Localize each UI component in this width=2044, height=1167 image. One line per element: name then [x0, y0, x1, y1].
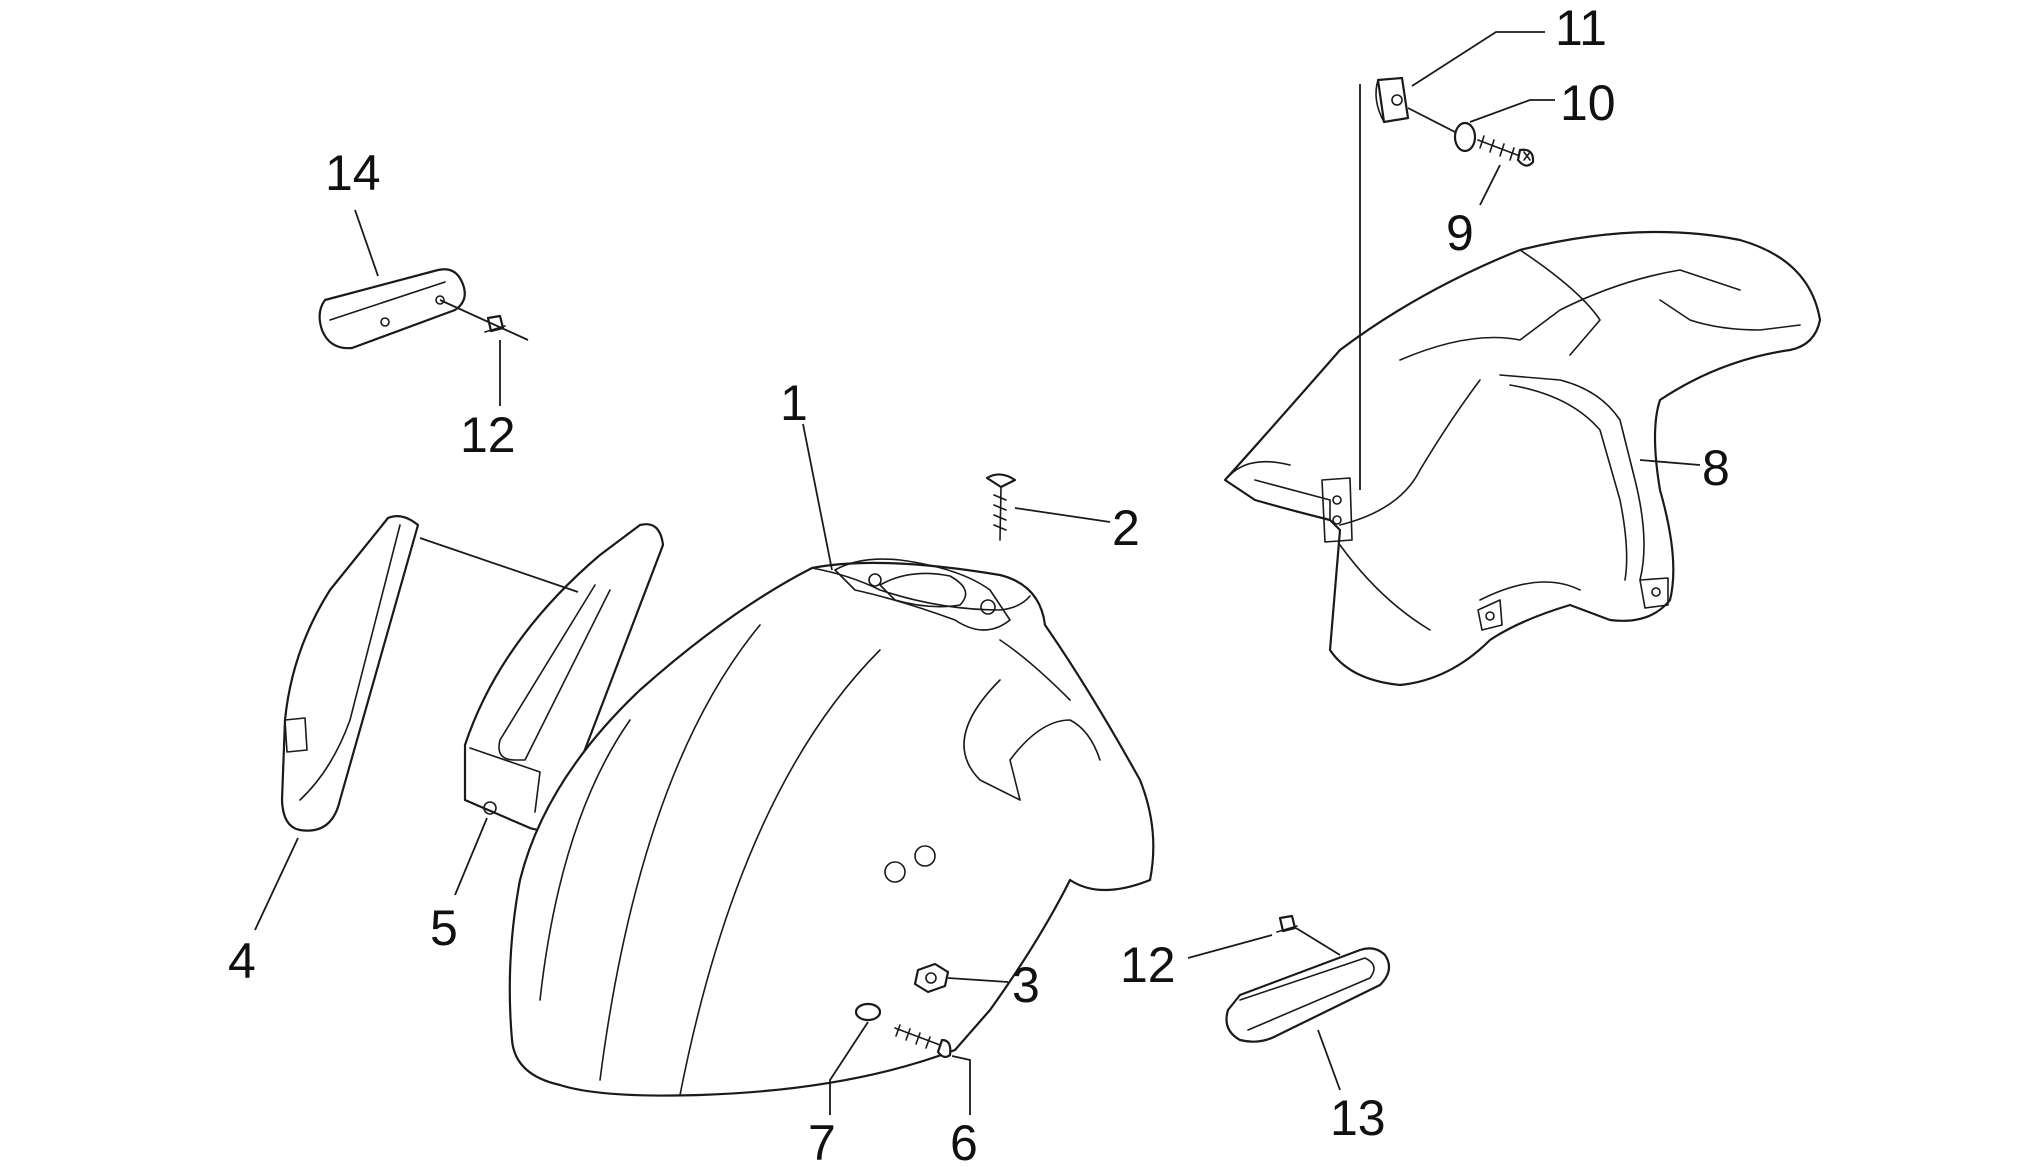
leader-7 — [829, 1021, 869, 1115]
part-11-clip-nut — [1375, 76, 1410, 124]
leader-2 — [1014, 507, 1111, 523]
callout-14: 14 — [325, 145, 381, 201]
leader-4-5 — [419, 537, 579, 593]
part-12-clip-bottom — [1276, 914, 1298, 933]
callout-12-top: 12 — [460, 407, 516, 463]
leader-14-12 — [439, 299, 529, 341]
leader-3 — [947, 977, 1009, 983]
part-8-rear-mudguard — [1223, 230, 1822, 687]
part-7-washer — [854, 1002, 882, 1022]
leader-9 — [1479, 164, 1501, 206]
callout-3: 3 — [1012, 957, 1040, 1013]
leader-5 — [454, 817, 488, 896]
leader-12b-13 — [1295, 927, 1341, 956]
callout-5: 5 — [430, 900, 458, 956]
callout-8: 8 — [1702, 440, 1730, 496]
callout-9: 9 — [1446, 205, 1474, 261]
leader-13 — [1317, 1029, 1341, 1091]
part-6-screw — [894, 1024, 952, 1059]
callout-1: 1 — [780, 375, 808, 431]
part-9-screw — [1477, 135, 1535, 167]
leader-12b — [1187, 934, 1273, 959]
callout-6: 6 — [950, 1115, 978, 1167]
leader-8 — [1639, 459, 1701, 466]
leader-11-10 — [1407, 107, 1456, 133]
leader-6 — [951, 1055, 971, 1115]
part-4-side-panel — [280, 515, 420, 832]
part-1-front-fender — [508, 558, 1155, 1097]
part-5-side-panel — [463, 523, 665, 831]
leader-1 — [802, 423, 833, 571]
leader-11 — [1411, 31, 1545, 87]
leader-4 — [254, 837, 299, 931]
callout-4: 4 — [228, 933, 256, 989]
callout-13: 13 — [1330, 1090, 1386, 1146]
part-12-clip-top — [484, 314, 506, 333]
callout-10: 10 — [1560, 75, 1616, 131]
callout-2: 2 — [1112, 500, 1140, 556]
part-14-reflector — [318, 268, 466, 350]
part-3-nut — [913, 962, 950, 994]
callout-7: 7 — [808, 1115, 836, 1167]
part-13-reflector — [1225, 947, 1391, 1043]
callout-12-bottom: 12 — [1120, 937, 1176, 993]
callout-11: 11 — [1555, 0, 1607, 56]
leader-10 — [1469, 99, 1555, 123]
leader-14 — [354, 209, 379, 277]
part-10-washer — [1453, 121, 1477, 153]
part-2-screw — [985, 473, 1017, 541]
